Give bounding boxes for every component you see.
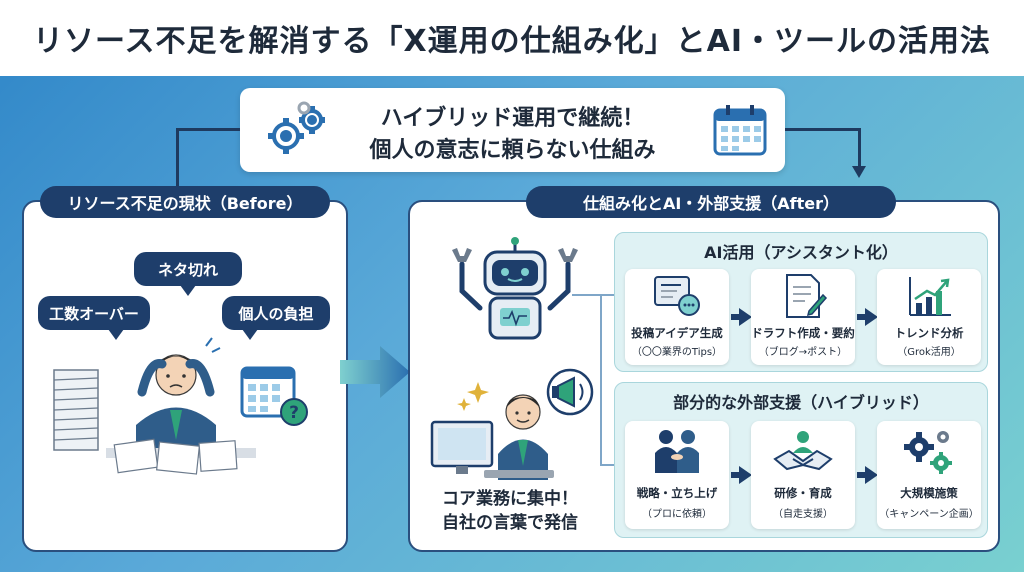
support-card-campaign-label: 大規模施策: [900, 486, 958, 500]
robot-icon: [452, 237, 578, 340]
bubble-neta-text: ネタ切れ: [157, 260, 218, 279]
stressed-person-illustration: [53, 337, 256, 475]
connector-left-v: [176, 128, 179, 186]
bubble-overwork: 工数オーバー: [38, 296, 150, 340]
support-card-training-label: 研修・育成: [774, 486, 832, 500]
handshake-icon: [773, 431, 833, 471]
ai-card-ideas: 投稿アイデア生成 （〇〇業界のTips）: [625, 269, 729, 365]
ai-card-draft: ドラフト作成・要約 （ブログ→ポスト）: [751, 269, 855, 365]
ai-card-ideas-sub: （〇〇業界のTips）: [631, 347, 723, 358]
focused-worker-illustration: [430, 368, 594, 480]
idea-chat-icon: [654, 276, 700, 316]
core-focus-line-2: 自社の言葉で発信: [442, 513, 578, 533]
connector-arrowhead: [852, 166, 866, 178]
support-step-stem-1: [731, 472, 741, 478]
top-banner: ハイブリッド運用で継続！ 個人の意志に頼らない仕組み: [240, 88, 785, 172]
support-step-arrow-1: [739, 466, 752, 484]
ai-step-arrow-1: [739, 308, 752, 326]
after-label: 仕組み化とAI・外部支援（After）: [526, 186, 896, 218]
support-card-campaign: 大規模施策 （キャンペーン企画）: [877, 421, 981, 529]
gears-icon: [268, 101, 325, 154]
ai-card-ideas-label: 投稿アイデア生成: [631, 326, 723, 340]
megaphone-icon: [546, 368, 594, 416]
two-people-icon: [655, 430, 699, 473]
calendar-question-icon: ?: [240, 366, 308, 426]
bubble-overwork-text: 工数オーバー: [49, 304, 139, 323]
bubble-burden: 個人の負担: [222, 296, 330, 340]
support-subpanel: 部分的な外部支援（ハイブリッド） 戦略・立ち上げ （プロに依頼） 研修・育成 （…: [614, 382, 988, 538]
flow-connector-vertical: [600, 294, 602, 464]
title-bar: リソース不足を解消する「X運用の仕組み化」とAI・ツールの活用法: [0, 0, 1024, 76]
connector-right-v: [858, 128, 861, 168]
flow-connector-support: [600, 464, 624, 466]
banner-line-2: 個人の意志に頼らない仕組み: [369, 138, 656, 163]
trend-chart-icon: [909, 277, 951, 316]
core-focus-line-1: コア業務に集中！: [442, 489, 578, 509]
support-card-training: 研修・育成 （自走支援）: [751, 421, 855, 529]
support-step-stem-2: [857, 472, 867, 478]
ai-card-draft-sub: （ブログ→ポスト）: [758, 347, 848, 358]
support-card-campaign-sub: （キャンペーン企画）: [879, 509, 979, 520]
ai-card-draft-label: ドラフト作成・要約: [751, 326, 855, 340]
support-card-training-sub: （自走支援）: [773, 509, 833, 520]
svg-text:?: ?: [289, 403, 299, 423]
ai-step-stem-1: [731, 314, 741, 320]
ai-card-trend-label: トレンド分析: [894, 326, 964, 340]
ai-card-trend-sub: （Grok活用）: [897, 347, 961, 358]
bubble-neta: ネタ切れ: [134, 252, 242, 296]
support-card-strategy: 戦略・立ち上げ （プロに依頼）: [625, 421, 729, 529]
document-stack-icon: [53, 369, 99, 451]
ai-card-trend: トレンド分析 （Grok活用）: [877, 269, 981, 365]
before-label: リソース不足の現状（Before）: [40, 186, 330, 218]
ai-step-stem-2: [857, 314, 867, 320]
banner-line-1: ハイブリッド運用で継続！: [380, 106, 645, 131]
document-edit-icon: [786, 274, 828, 318]
gears-cluster-icon: [904, 431, 952, 474]
connector-right-h: [785, 128, 860, 131]
flow-connector-ai: [572, 294, 624, 296]
support-step-arrow-2: [865, 466, 878, 484]
before-after-arrow-icon: [340, 346, 410, 398]
calendar-icon: [713, 105, 767, 156]
support-card-strategy-label: 戦略・立ち上げ: [636, 486, 718, 500]
ai-step-arrow-2: [865, 308, 878, 326]
bubble-burden-text: 個人の負担: [238, 304, 314, 323]
support-subpanel-title: 部分的な外部支援（ハイブリッド）: [673, 393, 929, 412]
page-title: リソース不足を解消する「X運用の仕組み化」とAI・ツールの活用法: [32, 24, 991, 59]
connector-left-h: [176, 128, 240, 131]
ai-subpanel: AI活用（アシスタント化） 投稿アイデア生成 （〇〇業界のTips） ドラフト作…: [614, 232, 988, 372]
ai-subpanel-title: AI活用（アシスタント化）: [704, 243, 898, 262]
support-card-strategy-sub: （プロに依頼）: [642, 509, 712, 520]
